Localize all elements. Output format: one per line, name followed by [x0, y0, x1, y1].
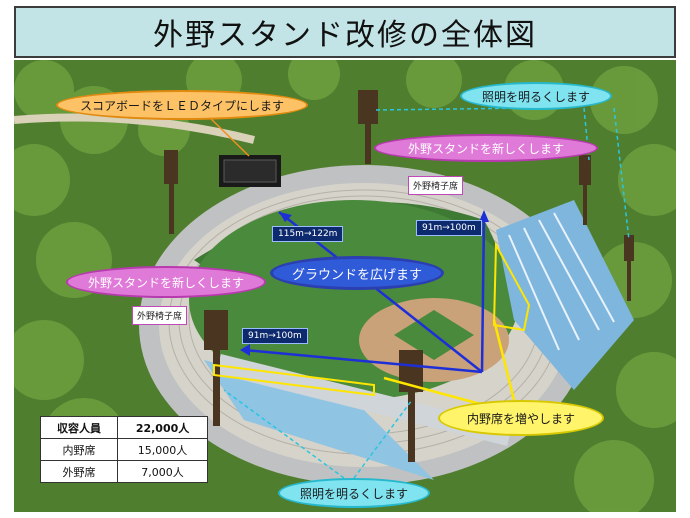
capacity-label: 内野席 — [39, 438, 119, 461]
outfield-stand-callout-left: 外野スタンドを新しくします — [66, 266, 266, 298]
callout-text: 照明を明るくします — [299, 486, 408, 501]
capacity-value: 22,000人 — [117, 416, 208, 439]
callout-text: 照明を明るくします — [481, 89, 590, 104]
callout-text: スコアボードをＬＥＤタイプにします — [79, 98, 284, 113]
callout-text: 外野スタンドを新しくします — [407, 141, 564, 156]
right-distance-label: 91m→100m — [416, 220, 482, 236]
left-distance-label: 91m→100m — [242, 328, 308, 344]
outfield-stand-callout-right: 外野スタンドを新しくします — [374, 134, 598, 162]
callout-text: グラウンドを広げます — [291, 267, 422, 283]
ground-callout: グラウンドを広げます — [270, 256, 444, 290]
callout-text: 外野スタンドを新しくします — [87, 275, 244, 290]
scoreboard-callout: スコアボードをＬＥＤタイプにします — [56, 90, 308, 120]
outfield-seat-label-left: 外野椅子席 — [132, 306, 188, 325]
infield-callout: 内野席を増やします — [438, 400, 604, 436]
table-row: 内野席 15,000人 — [39, 438, 208, 461]
capacity-value: 15,000人 — [117, 438, 208, 461]
callout-text: 内野席を増やします — [466, 411, 575, 426]
stadium-illustration: スコアボードをＬＥＤタイプにします 照明を明るくします 外野スタンドを新しくしま… — [14, 60, 676, 512]
capacity-table: 収容人員 22,000人 内野席 15,000人 外野席 7,000人 — [39, 416, 208, 483]
page-title: 外野スタンド改修の全体図 — [153, 18, 537, 53]
lighting-callout-bottom: 照明を明るくします — [278, 478, 430, 508]
title-bar: 外野スタンド改修の全体図 — [14, 6, 676, 58]
table-row: 収容人員 22,000人 — [39, 416, 208, 439]
capacity-label: 収容人員 — [39, 416, 119, 439]
outfield-seat-label-right: 外野椅子席 — [408, 176, 464, 195]
table-row: 外野席 7,000人 — [39, 460, 208, 483]
capacity-value: 7,000人 — [117, 460, 208, 483]
capacity-label: 外野席 — [39, 460, 119, 483]
center-distance-label: 115m→122m — [272, 226, 344, 242]
lighting-callout-top: 照明を明るくします — [460, 82, 612, 110]
